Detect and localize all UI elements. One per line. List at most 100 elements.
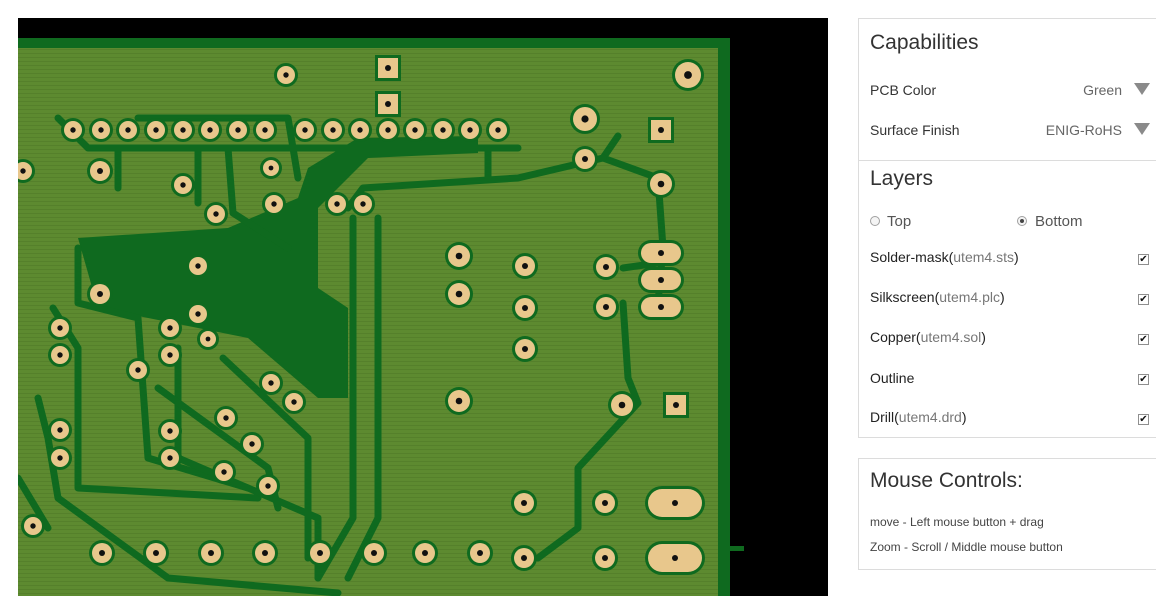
via-pad-drill xyxy=(603,264,609,270)
oval-pad-drill xyxy=(658,277,664,283)
via-pad-drill xyxy=(271,201,277,207)
board-outline xyxy=(18,38,730,596)
zoom-help-text: Zoom - Scroll / Middle mouse button xyxy=(870,540,1063,554)
via-pad-drill xyxy=(360,201,366,207)
trace xyxy=(134,114,302,182)
oval-pad-drill xyxy=(658,304,664,310)
via-pad-drill xyxy=(180,182,186,188)
mouse-controls-title: Mouse Controls: xyxy=(870,469,1023,492)
via-pad-drill xyxy=(684,71,692,79)
layer-name: Copper xyxy=(870,329,916,345)
pads xyxy=(18,55,744,575)
header-pad-drill xyxy=(385,127,391,133)
layer-silkscreen-checkbox[interactable]: ✔ xyxy=(1138,294,1149,305)
ground-pour xyxy=(78,136,478,398)
oval-pad-drill xyxy=(672,555,678,561)
via-pad-drill xyxy=(223,415,229,421)
top-side-radio[interactable] xyxy=(870,216,880,226)
via-pad-drill xyxy=(455,252,463,260)
layer-copper-checkbox[interactable]: ✔ xyxy=(1138,334,1149,345)
surface-finish-dropdown-icon[interactable] xyxy=(1134,123,1150,135)
trace xyxy=(224,144,292,252)
trace xyxy=(599,132,622,162)
trace xyxy=(74,244,252,492)
via-pad-drill xyxy=(618,401,626,409)
oval-pad-drill xyxy=(658,250,664,256)
via-pad-drill xyxy=(521,555,527,561)
trace xyxy=(344,214,382,582)
pcb-color-select[interactable]: Green xyxy=(1083,82,1122,98)
square-pad-drill xyxy=(673,402,679,408)
header-pad-drill xyxy=(70,127,76,133)
via-pad-drill xyxy=(522,263,528,269)
via-pad-drill xyxy=(283,72,289,78)
header-pad-drill xyxy=(495,127,501,133)
layer-name: Solder-mask xyxy=(870,249,949,265)
layer-drill-checkbox[interactable]: ✔ xyxy=(1138,414,1149,425)
via-pad-drill xyxy=(97,291,103,297)
square-pad-drill xyxy=(385,65,391,71)
trace xyxy=(219,354,312,562)
via-pad-drill xyxy=(422,550,428,556)
via-pad-drill xyxy=(221,469,227,475)
section-divider xyxy=(859,160,1156,161)
header-pad-drill xyxy=(153,127,159,133)
header-pad-drill xyxy=(412,127,418,133)
layer-solder-mask-checkbox[interactable]: ✔ xyxy=(1138,254,1149,265)
via-pad-drill xyxy=(195,263,201,269)
via-pad-drill xyxy=(135,367,141,373)
via-pad-drill xyxy=(213,211,219,217)
trace xyxy=(534,299,642,562)
layer-name: Outline xyxy=(870,370,915,386)
via-pad-drill xyxy=(249,441,255,447)
pcb-render[interactable] xyxy=(18,18,828,596)
via-pad-drill xyxy=(208,550,214,556)
via-pad-drill xyxy=(317,550,323,556)
via-pad-drill xyxy=(521,500,527,506)
header-pad-drill xyxy=(235,127,241,133)
layer-outline-checkbox[interactable]: ✔ xyxy=(1138,374,1149,385)
via-pad-drill xyxy=(30,523,36,529)
via-pad-drill xyxy=(265,483,271,489)
layer-file: utem4.sol xyxy=(920,329,982,345)
via-pad-drill xyxy=(522,305,528,311)
pcb-viewer[interactable] xyxy=(18,18,828,596)
header-pad-drill xyxy=(330,127,336,133)
bottom-side-label[interactable]: Bottom xyxy=(1035,213,1083,230)
via-pad-drill xyxy=(57,352,63,358)
via-pad-drill xyxy=(195,311,201,317)
via-pad-drill xyxy=(167,325,173,331)
via-pad-drill xyxy=(153,550,159,556)
via-pad-drill xyxy=(57,427,63,433)
capabilities-title: Capabilities xyxy=(870,31,979,54)
square-pad-drill xyxy=(385,101,391,107)
layer-copper-label: Copper(utem4.sol) xyxy=(870,329,986,345)
via-pad-drill xyxy=(455,290,463,298)
layer-drill-label: Drill(utem4.drd) xyxy=(870,409,967,425)
trace xyxy=(34,394,342,596)
header-pad-drill xyxy=(125,127,131,133)
bottom-side-radio[interactable] xyxy=(1017,216,1027,226)
pcb-color-dropdown-icon[interactable] xyxy=(1134,83,1150,95)
layer-file: utem4.sts xyxy=(953,249,1014,265)
side-panel: Capabilities PCB Color Green Surface Fin… xyxy=(858,18,1156,438)
layer-file: utem4.drd xyxy=(898,409,962,425)
via-pad-drill xyxy=(205,336,211,342)
via-pad-drill xyxy=(522,346,528,352)
via-pad-drill xyxy=(97,168,103,174)
via-pad-drill xyxy=(268,380,274,386)
layer-name: Drill xyxy=(870,409,895,425)
header-pad-drill xyxy=(180,127,186,133)
layer-silkscreen-label: Silkscreen(utem4.plc) xyxy=(870,289,1005,305)
copper-pours xyxy=(78,136,478,398)
board-edge-top xyxy=(18,38,730,48)
via-pad-drill xyxy=(477,550,483,556)
via-pad-drill xyxy=(581,115,589,123)
header-pad-drill xyxy=(440,127,446,133)
pcb-color-label: PCB Color xyxy=(870,82,937,98)
surface-finish-select[interactable]: ENIG-RoHS xyxy=(1045,122,1122,138)
top-side-label[interactable]: Top xyxy=(887,213,912,230)
via-pad-drill xyxy=(20,168,26,174)
layer-outline-label: Outline xyxy=(870,370,914,386)
via-pad-drill xyxy=(57,455,63,461)
